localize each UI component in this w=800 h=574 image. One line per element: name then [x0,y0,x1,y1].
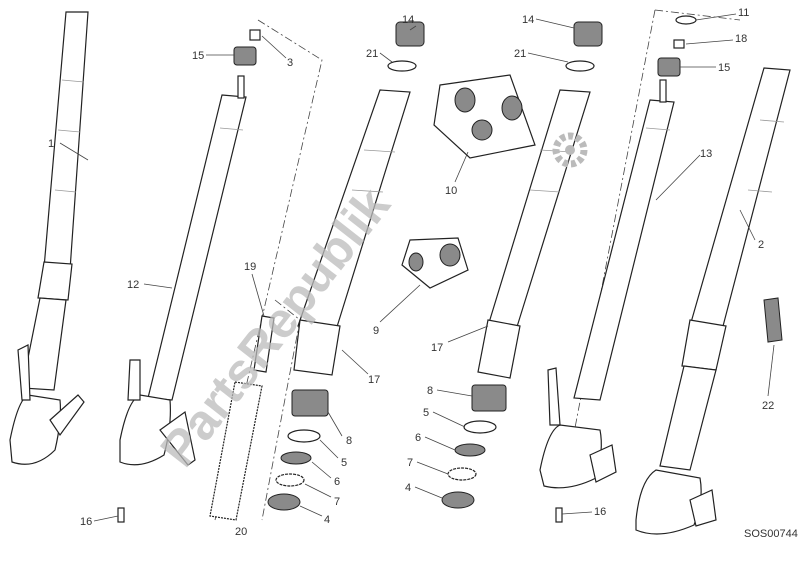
callout-17: 17 [431,342,443,354]
callout-17: 17 [368,374,380,386]
callout-3: 3 [287,57,293,69]
callout-6: 6 [334,476,340,488]
fork-tube-middle-right [441,21,603,509]
callout-18: 18 [735,33,747,45]
part-16-bolt [555,507,563,523]
part-3 [249,29,261,41]
fork-leg-13 [539,15,697,489]
part-10-seal-kit [433,74,536,159]
fork-tube-middle [267,21,425,511]
assembly-guide-line [214,19,323,521]
callout-15: 15 [718,62,730,74]
callout-6: 6 [415,432,421,444]
drawing-code: SOS00744 [744,528,798,540]
part-15-bushing [233,46,257,66]
assembly-guide-line [654,9,741,21]
callout-8: 8 [346,435,352,447]
callout-19: 19 [244,261,256,273]
seal [454,87,476,113]
callout-9: 9 [373,325,379,337]
part-16-bolt [117,507,125,523]
callout-5: 5 [341,457,347,469]
seal [439,243,461,267]
part-20-spring [209,381,263,521]
seal [471,119,493,141]
callout-16: 16 [80,516,92,528]
fork-leg-2 [635,67,791,535]
callout-8: 8 [427,385,433,397]
callout-2: 2 [758,239,764,251]
part-19-cartridge [253,315,275,373]
callout-21: 21 [366,48,378,60]
callout-16: 16 [594,506,606,518]
callout-22: 22 [762,400,774,412]
gear-icon [552,132,588,168]
assembly-guide-line [564,9,656,481]
callout-14: 14 [522,14,534,26]
fork-leg-12 [119,75,247,466]
callout-10: 10 [445,185,457,197]
callout-1: 1 [48,138,54,150]
callout-20: 20 [235,526,247,538]
leader-lines [59,13,775,522]
seal [501,95,523,121]
callout-11: 11 [738,7,749,19]
callout-14: 14 [402,14,414,26]
callout-12: 12 [127,279,139,291]
seal [408,252,424,272]
callout-15: 15 [192,50,204,62]
part-22-sticker [763,297,783,343]
callout-5: 5 [423,407,429,419]
callout-7: 7 [407,457,413,469]
callout-4: 4 [405,482,411,494]
callout-7: 7 [334,496,340,508]
fork-leg-1 [9,11,89,465]
callout-21: 21 [514,48,526,60]
callout-13: 13 [700,148,712,160]
callout-4: 4 [324,514,330,526]
